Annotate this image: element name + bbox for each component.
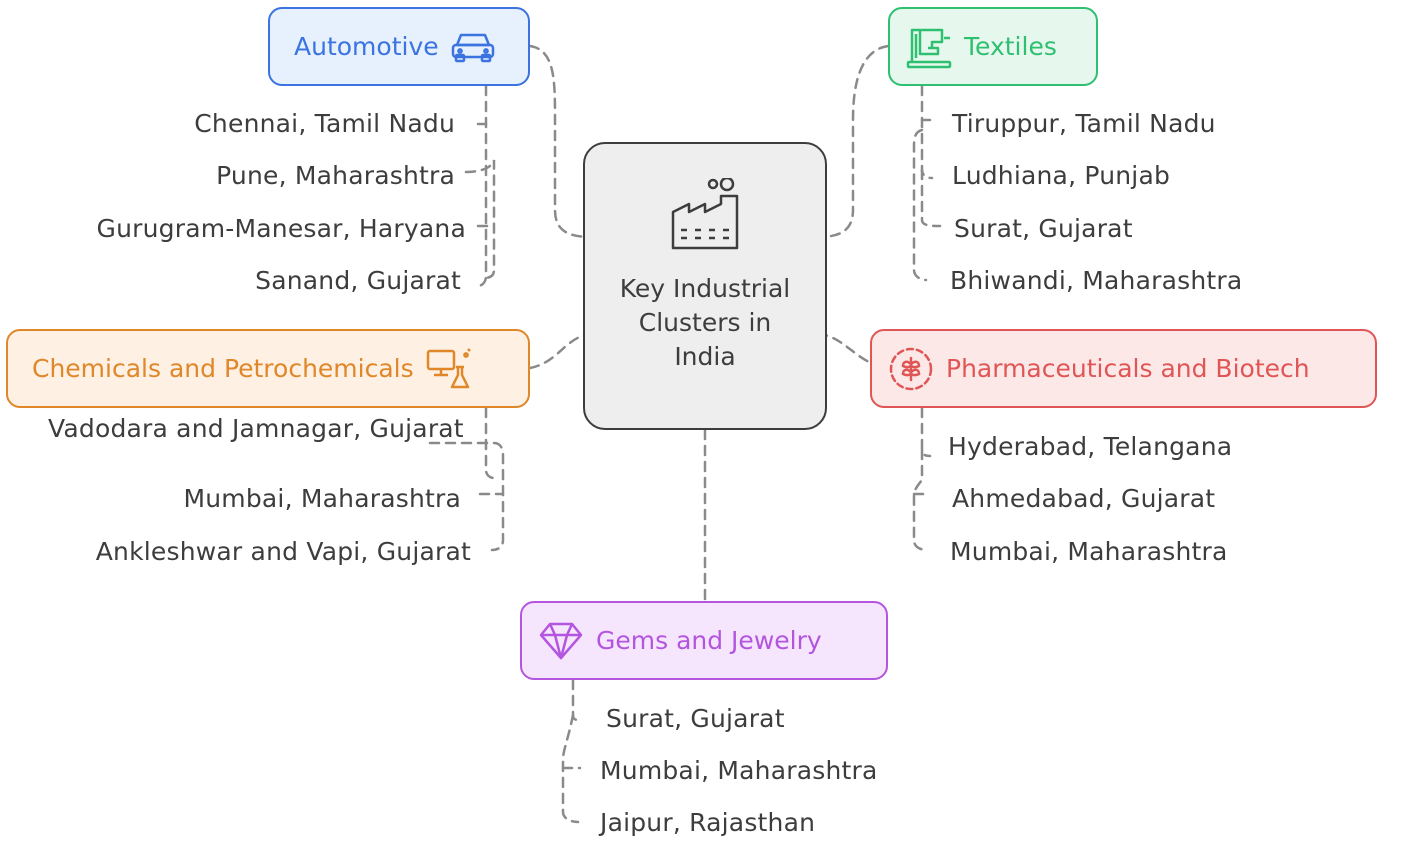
textiles-item: Tiruppur, Tamil Nadu <box>952 109 1216 138</box>
pharma-item: Ahmedabad, Gujarat <box>952 484 1216 513</box>
category-chemicals[interactable]: Chemicals and Petrochemicals <box>6 329 530 408</box>
gems-item: Jaipur, Rajasthan <box>600 808 816 837</box>
connector-textiles <box>816 44 890 239</box>
car-icon <box>451 31 495 63</box>
diamond-icon <box>538 621 584 661</box>
pharma-item: Mumbai, Maharashtra <box>950 537 1228 566</box>
textiles-item: Surat, Gujarat <box>954 214 1133 243</box>
factory-icon <box>669 176 741 254</box>
connector-pharma-items <box>920 406 932 458</box>
connector-textiles-items <box>920 84 934 180</box>
category-pharma-label: Pharmaceuticals and Biotech <box>946 354 1310 383</box>
chemicals-item: Ankleshwar and Vapi, Gujarat <box>95 537 471 566</box>
automotive-item: Pune, Maharashtra <box>216 161 455 190</box>
textiles-item: Ludhiana, Punjab <box>952 161 1171 190</box>
category-chemicals-label: Chemicals and Petrochemicals <box>32 354 414 383</box>
plant-seal-icon <box>888 346 934 392</box>
gems-item: Mumbai, Maharashtra <box>600 756 878 785</box>
category-textiles-label: Textiles <box>964 32 1057 61</box>
automotive-item: Chennai, Tamil Nadu <box>194 109 455 138</box>
center-node[interactable]: Key Industrial Clusters in India <box>583 142 827 430</box>
gems-item: Surat, Gujarat <box>606 704 785 733</box>
sewing-machine-icon <box>906 24 952 70</box>
connector-automotive-items <box>476 84 488 288</box>
category-textiles[interactable]: Textiles <box>888 7 1098 86</box>
center-title: Key Industrial Clusters in India <box>619 274 791 371</box>
connector-automotive <box>528 44 594 239</box>
automotive-item: Gurugram-Manesar, Haryana <box>96 214 466 243</box>
category-automotive[interactable]: Automotive <box>268 7 530 86</box>
chemicals-item: Mumbai, Maharashtra <box>183 484 461 513</box>
category-gems[interactable]: Gems and Jewelry <box>520 601 888 680</box>
textiles-item: Bhiwandi, Maharashtra <box>950 266 1243 295</box>
category-automotive-label: Automotive <box>294 32 439 61</box>
category-gems-label: Gems and Jewelry <box>596 626 822 655</box>
connector-chemicals-items <box>484 406 496 480</box>
computer-flask-icon <box>426 347 472 391</box>
pharma-item: Hyderabad, Telangana <box>948 432 1233 461</box>
connector-gems-items <box>571 678 582 722</box>
chemicals-item-label: Vadodara and Jamnagar, Gujarat <box>48 414 464 443</box>
automotive-item: Sanand, Gujarat <box>255 266 461 295</box>
chemicals-item: Vadodara and Jamnagar, Gujarat <box>48 412 464 446</box>
category-pharma[interactable]: Pharmaceuticals and Biotech <box>870 329 1377 408</box>
